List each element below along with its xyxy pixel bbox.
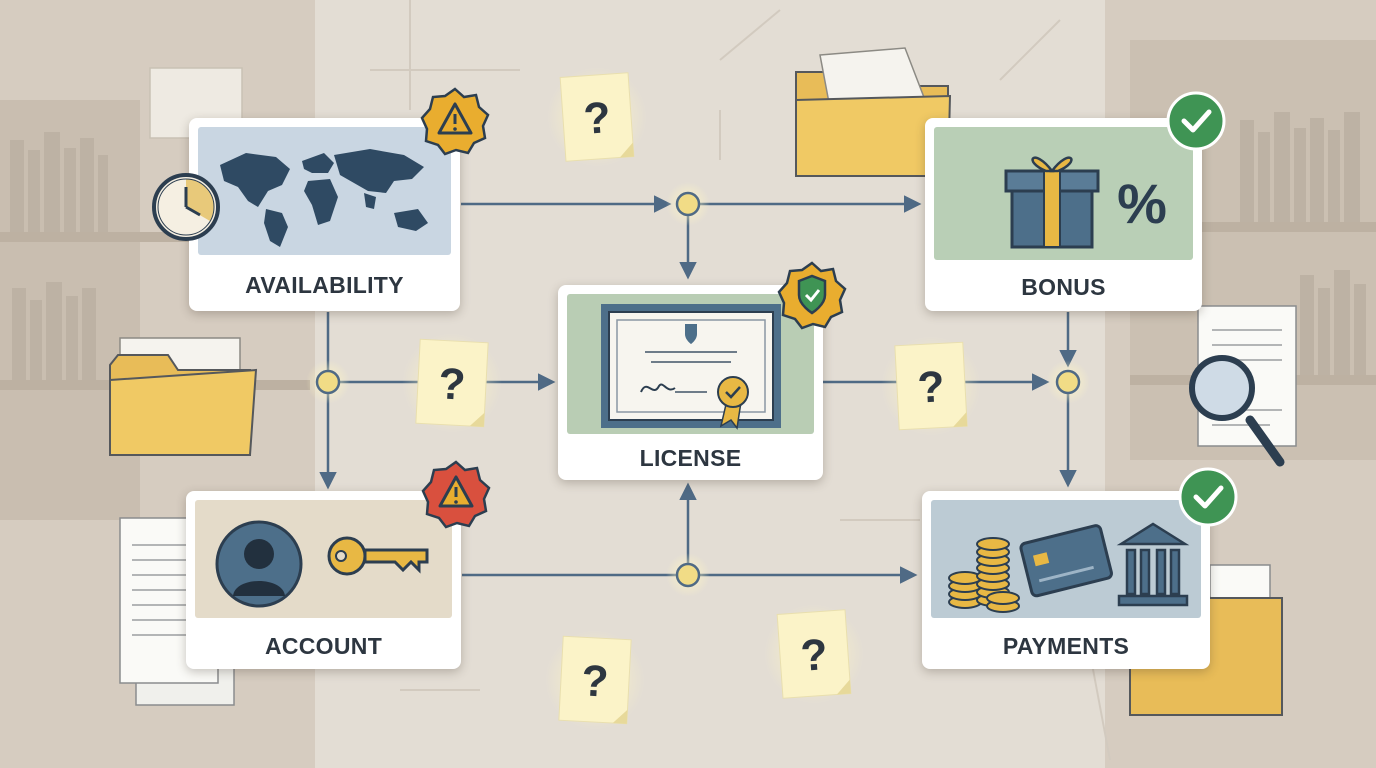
folder-icon-top bbox=[795, 47, 952, 177]
question-mark: ? bbox=[916, 362, 945, 412]
junction-nodes bbox=[306, 182, 1090, 597]
node-card-bonus[interactable]: % BONUS bbox=[925, 118, 1202, 311]
node-label: BONUS bbox=[1021, 274, 1106, 300]
user-silhouette-icon bbox=[195, 500, 452, 618]
folder-icon-left bbox=[109, 337, 258, 456]
question-note-right: ? bbox=[881, 336, 981, 436]
junction-left bbox=[306, 360, 350, 404]
question-mark: ? bbox=[437, 359, 466, 409]
node-label: LICENSE bbox=[639, 445, 742, 471]
node-card-payments[interactable]: PAYMENTS bbox=[922, 491, 1210, 669]
question-note-top: ? bbox=[547, 67, 647, 167]
question-mark: ? bbox=[580, 656, 609, 706]
key-icon bbox=[327, 536, 429, 576]
node-card-account[interactable]: ACCOUNT bbox=[186, 491, 461, 669]
coins-card-bank-icon bbox=[931, 500, 1201, 618]
question-note-left: ? bbox=[402, 333, 502, 433]
bank-icon bbox=[1116, 522, 1190, 607]
node-card-license[interactable]: LICENSE bbox=[558, 285, 823, 480]
junction-top bbox=[666, 182, 710, 226]
certificate-icon bbox=[567, 294, 814, 434]
question-mark: ? bbox=[799, 630, 829, 681]
node-label: AVAILABILITY bbox=[245, 272, 404, 298]
bonus-percent-symbol: % bbox=[1117, 172, 1167, 235]
gift-box-icon: % bbox=[934, 127, 1193, 260]
question-note-bottom-left: ? bbox=[545, 630, 645, 730]
question-mark: ? bbox=[582, 93, 612, 144]
node-label: ACCOUNT bbox=[264, 633, 383, 659]
question-note-bottom-right: ? bbox=[764, 604, 864, 704]
junction-bottom bbox=[666, 553, 710, 597]
document-magnifier-icon bbox=[1189, 305, 1297, 467]
node-card-availability[interactable]: AVAILABILITY bbox=[189, 118, 460, 311]
junction-right bbox=[1046, 360, 1090, 404]
node-label: PAYMENTS bbox=[1002, 633, 1130, 659]
world-map-icon bbox=[198, 127, 451, 255]
question-notes: ? ? ? ? ? bbox=[402, 67, 981, 730]
